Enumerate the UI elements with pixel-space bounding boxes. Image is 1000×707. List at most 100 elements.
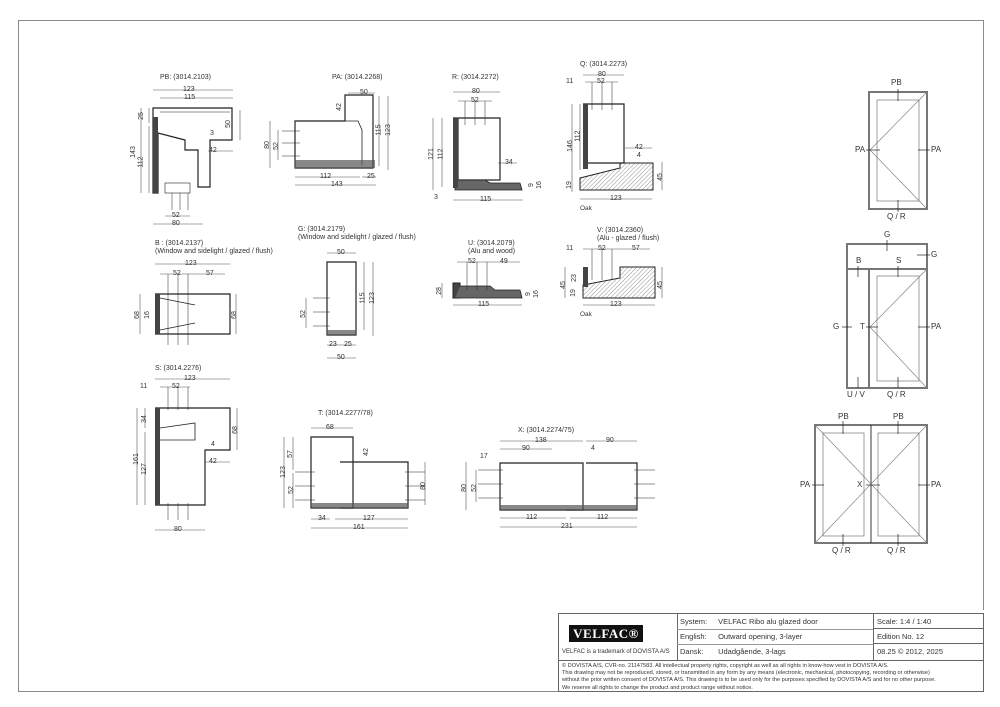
dim-label: 42 [209,458,217,465]
dim-label: 49 [500,258,508,265]
elevation-label: PA [931,480,942,489]
section-subtitle-U: (Alu and wood) [468,248,515,255]
section-title-V: V: (3014.2360) [597,227,643,234]
dim-label: 112 [437,148,445,160]
legal-line: without the prior written consent of DOV… [562,677,936,684]
dim-label: 4 [591,445,595,452]
dim-label: 123 [610,301,622,308]
edition: Edition No. 12 [873,629,983,644]
dim-label: 80 [172,220,180,227]
dim-label: 16 [532,290,540,298]
dim-label: 52 [172,212,180,219]
section-G: G: (3014.2179) (Window and sidelight / g… [298,226,416,359]
dim-label: 112 [137,156,145,168]
elevation-label: PB [891,78,902,87]
elevation-label: G [931,250,938,259]
dim-label: 4 [211,441,215,448]
dim-label: 25 [367,173,375,180]
elevation-label: G [884,230,891,239]
system-label: System: [680,617,708,626]
dim-label: 11 [566,78,574,85]
section-PB: PB: (3014.2103) [140,74,241,225]
elevation-label: PB [893,412,904,421]
dim-label: 9 [527,183,535,187]
dim-label: 123 [368,292,376,304]
section-title-R: R: (3014.2272) [452,74,499,81]
elevation-label: PA [855,145,866,154]
legal-line: This drawing may not be reproduced, stor… [562,670,930,677]
dim-label: 52 [598,245,606,252]
dansk-value: Udadgående, 3-lags [718,647,786,656]
dim-label: 34 [140,415,148,423]
elevation-label: PB [838,412,849,421]
elevation-single-door [866,89,930,212]
dim-label: 143 [331,181,343,188]
dim-label: 68 [133,311,141,319]
dim-label: 52 [272,142,280,150]
dim-label: 80 [460,484,468,492]
dim-label: 80 [419,482,427,490]
dim-label: 115 [375,124,383,136]
title-block: VELFAC® VELFAC is a trademark of DOVISTA… [558,613,984,692]
dim-label: 90 [606,437,614,444]
dim-label: 123 [384,124,392,136]
section-R: R: (3014.2272) [432,74,523,201]
dim-label: 68 [230,311,238,319]
sheet-border-right [983,20,984,610]
dim-label: 50 [337,249,345,256]
section-B: B : (3014.2137) (Window and sidelight / … [139,240,273,345]
elevation-label: Q / R [832,546,851,555]
dim-label: 90 [522,445,530,452]
section-title-U: U: (3014.2079) [468,240,515,247]
elevation-label: PA [800,480,811,489]
dim-label: 52 [287,486,295,494]
elevation-label: B [856,256,862,265]
dim-label: 11 [566,245,574,252]
english-label: English: [680,632,707,641]
dim-label: 138 [535,437,547,444]
scale: Scale: 1:4 / 1:40 [873,614,983,629]
dim-label: 52 [172,383,180,390]
section-title-T: T: (3014.2277/78) [318,410,373,417]
english-row: English: Outward opening, 3-layer [677,629,873,645]
product-info: System: VELFAC Ribo alu glazed door Engl… [677,614,874,660]
dansk-row: Dansk: Udadgående, 3-lags [677,644,873,659]
legal-line: © DOVISTA A/S, CVR-no. 21147583. All int… [562,663,889,669]
section-title-X: X: (3014.2274/75) [518,427,574,434]
dim-label: 121 [427,148,435,160]
dim-label: 42 [335,103,343,111]
section-T: T: (3014.2277/78) [283,410,426,529]
dim-label: 68 [231,426,239,434]
dim-label: 52 [173,270,181,277]
dim-label: 42 [362,448,370,456]
dim-label: 161 [353,524,365,531]
dim-label: 42 [635,144,643,151]
dansk-label: Dansk: [680,647,704,656]
section-title-PB: PB: (3014.2103) [160,74,211,81]
dim-label: 146 [566,140,574,152]
section-PA: PA: (3014.2268) [269,74,389,186]
dim-label: 45 [559,281,567,289]
dim-label: 80 [472,88,480,95]
elevation-label: PA [931,145,942,154]
dim-label: 25 [137,112,145,120]
dim-label: 123 [183,86,195,93]
elevation-label: G [833,322,840,331]
dim-label: 11 [140,383,148,390]
trademark-note: VELFAC is a trademark of DOVISTA A/S [562,649,670,655]
dim-label: 23 [570,274,578,282]
dim-label: 52 [597,78,605,85]
dim-label: 80 [263,141,271,149]
dim-label: 50 [224,120,232,128]
drawing-sheet-border [18,20,984,692]
section-subtitle-B: (Window and sidelight / glazed / flush) [155,248,273,255]
dim-label: 42 [209,147,217,154]
dim-label: 17 [480,453,488,460]
dim-label: 3 [210,130,214,137]
dim-label: 23 [329,341,337,348]
dim-label: 127 [140,463,148,475]
dim-label: 19 [565,181,573,189]
dim-label: 34 [318,515,326,522]
dim-label: 80 [174,526,182,533]
